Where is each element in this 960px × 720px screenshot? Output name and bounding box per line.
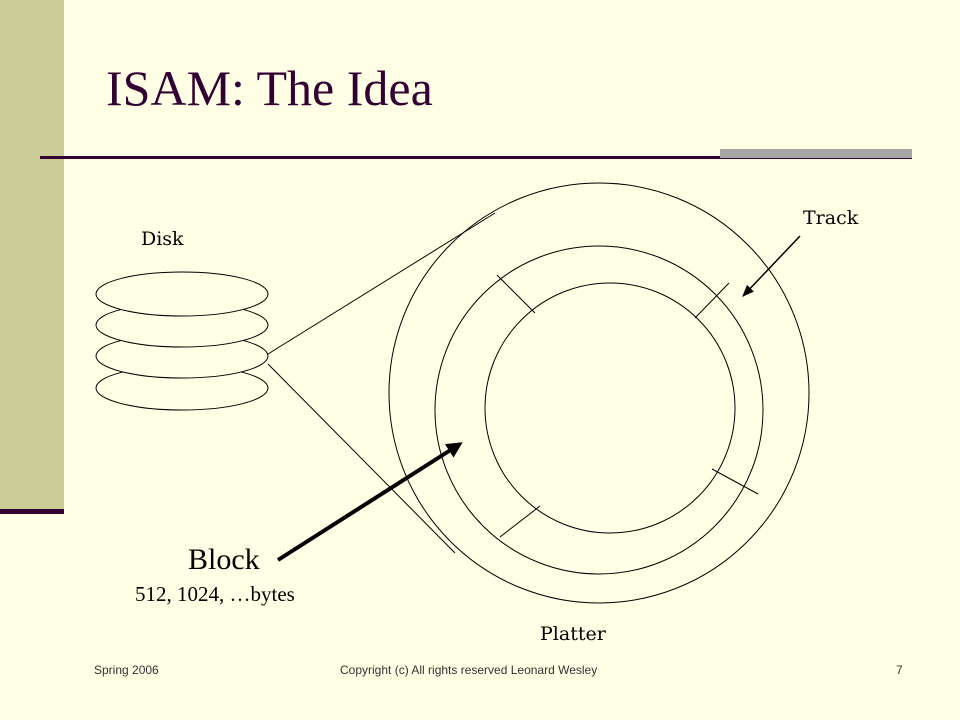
projection-line-top bbox=[267, 212, 496, 355]
track-arrow bbox=[742, 235, 801, 297]
title-underline bbox=[40, 156, 912, 159]
block-divider-lower-left bbox=[499, 505, 541, 538]
block-label: Block bbox=[188, 543, 260, 576]
disk-platter-1 bbox=[95, 271, 269, 317]
footer-copyright: Copyright (c) All rights reserved Leonar… bbox=[340, 663, 598, 677]
platter-label: Platter bbox=[540, 623, 606, 645]
track-outer-circle bbox=[434, 245, 764, 575]
block-divider-right bbox=[711, 468, 759, 495]
block-arrow bbox=[276, 442, 463, 562]
title-underline-accent bbox=[720, 149, 912, 158]
platter-outer-edge bbox=[388, 182, 810, 604]
block-size-label: 512, 1024, …bytes bbox=[135, 582, 295, 606]
disk-label: Disk bbox=[141, 228, 184, 250]
footer-page-number: 7 bbox=[896, 663, 903, 677]
block-divider-upper-left bbox=[496, 274, 536, 314]
track-inner-circle bbox=[484, 282, 736, 534]
slide-title: ISAM: The Idea bbox=[106, 60, 433, 116]
zoom-projection-lines bbox=[267, 212, 496, 554]
footer-date: Spring 2006 bbox=[94, 663, 159, 677]
sidebar-accent-line bbox=[0, 509, 64, 514]
platter bbox=[388, 182, 810, 604]
disk-stack bbox=[95, 271, 269, 411]
block-dividers bbox=[496, 274, 759, 538]
track-label: Track bbox=[803, 207, 859, 229]
sidebar-decoration bbox=[0, 0, 64, 512]
block-divider-upper-right bbox=[694, 282, 730, 319]
projection-line-bottom bbox=[267, 363, 456, 554]
